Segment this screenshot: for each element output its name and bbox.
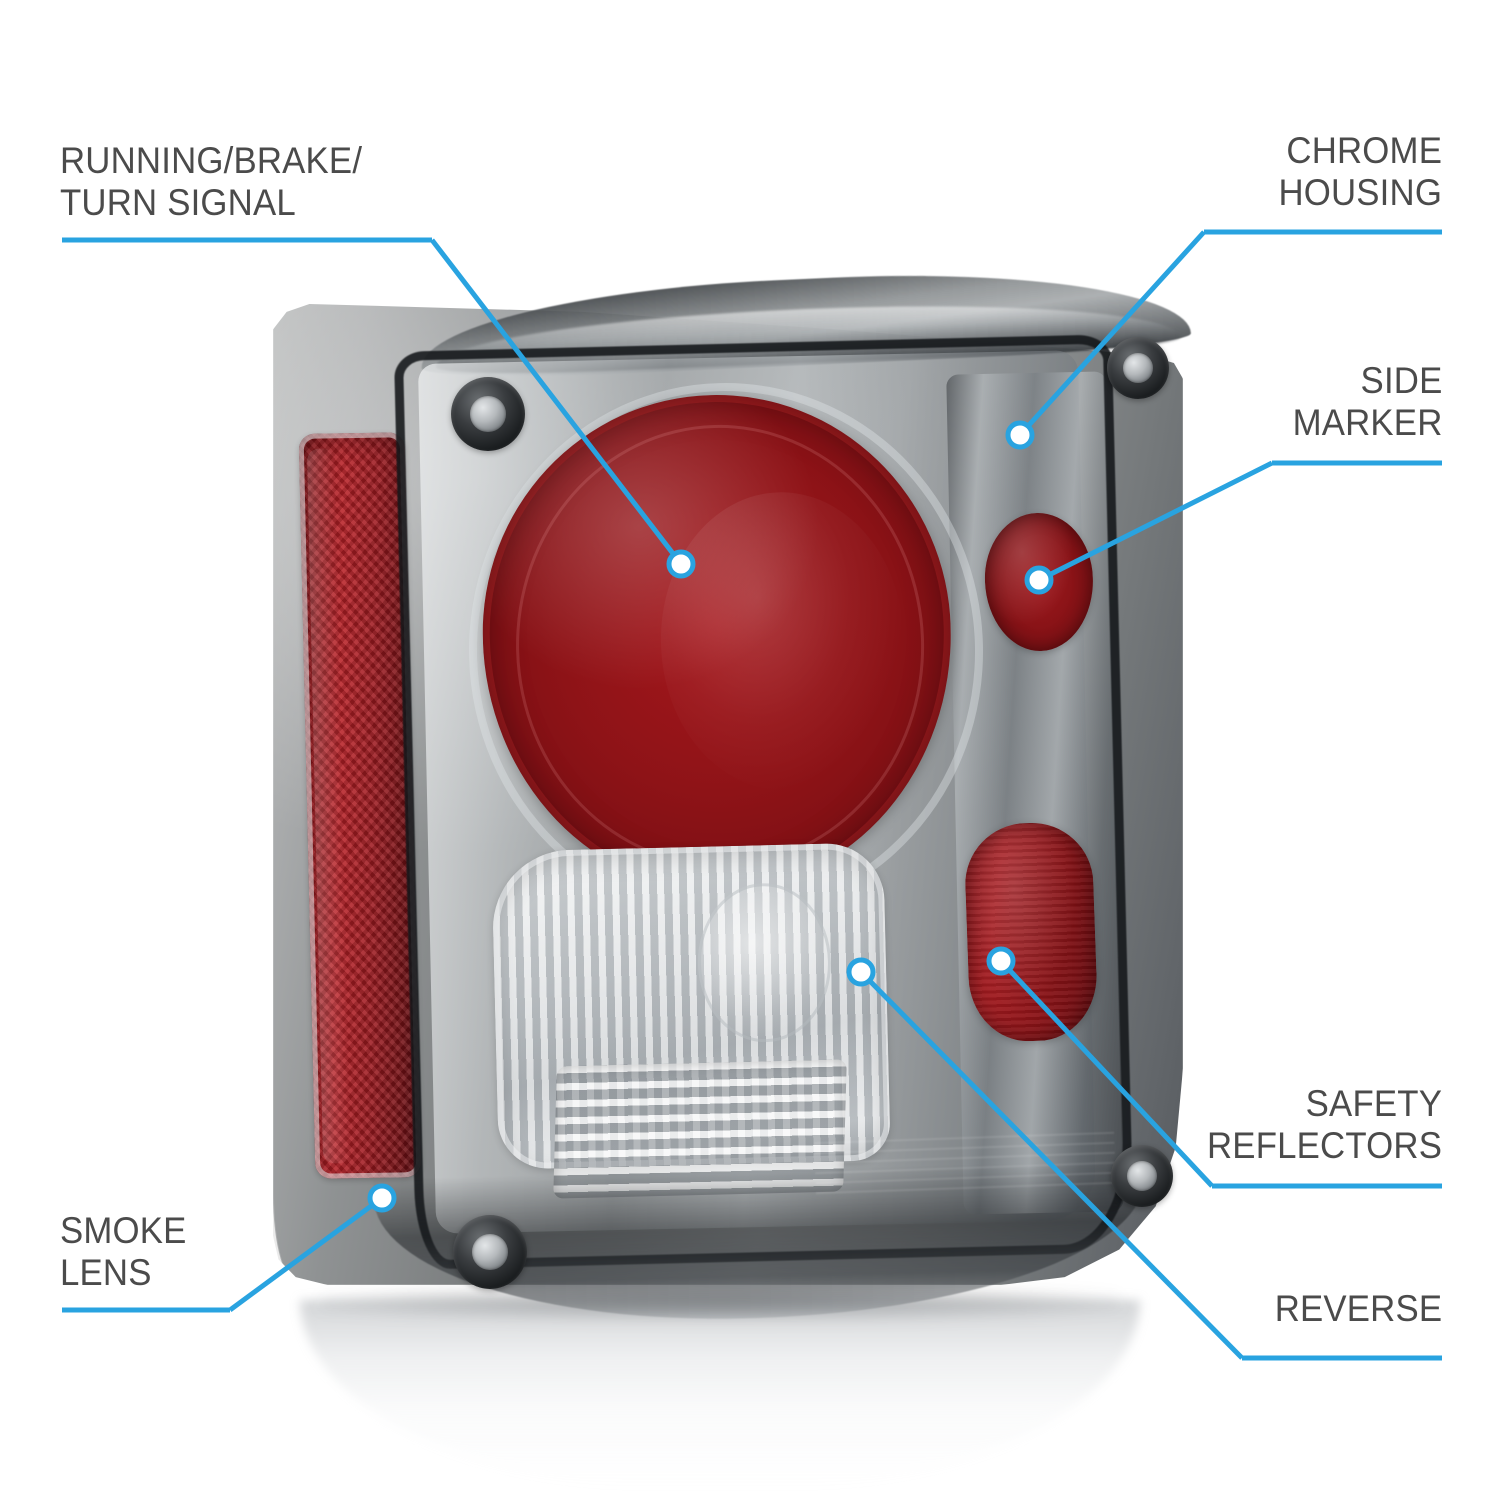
callout-label-chrome-housing: CHROME HOUSING — [1278, 130, 1442, 213]
screw-bottom-left — [453, 1215, 527, 1289]
callout-label-reverse: REVERSE — [1274, 1288, 1442, 1329]
screw-bottom-right — [1111, 1145, 1173, 1207]
lens-etched-marking — [814, 1131, 1116, 1195]
callout-label-running-brake-turn-signal: RUNNING/BRAKE/ TURN SIGNAL — [60, 140, 363, 223]
tail-light-assembly — [255, 261, 1200, 1328]
screw-top-right — [1107, 337, 1169, 399]
screw-top-left — [451, 377, 525, 451]
callout-label-smoke-lens: SMOKE LENS — [60, 1210, 187, 1293]
callout-label-safety-reflectors: SAFETY REFLECTORS — [1206, 1083, 1442, 1166]
callout-label-side-marker: SIDE MARKER — [1292, 360, 1442, 443]
lens-gasket-outline — [393, 334, 1135, 1270]
product-reflection — [300, 1300, 1140, 1490]
